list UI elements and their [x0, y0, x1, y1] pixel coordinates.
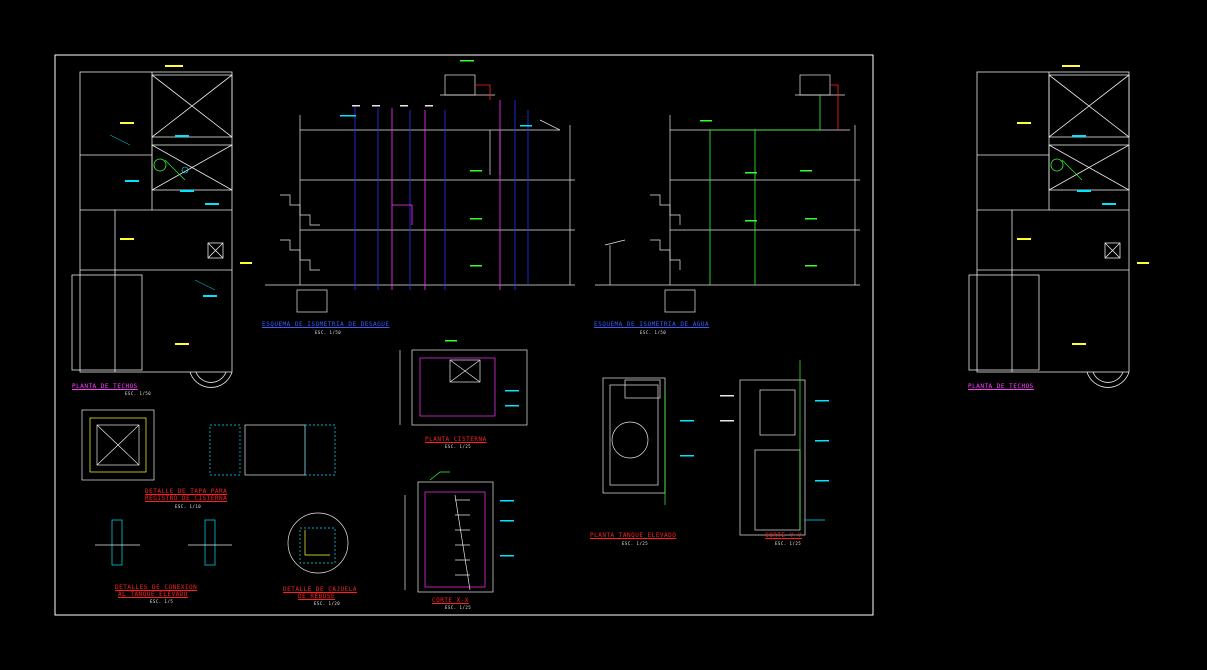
left-roof-plan — [71, 71, 233, 388]
cajuela-title-line1: DETALLE DE CAJUELA — [283, 586, 358, 593]
drainage-section-scale: ESC. 1/50 — [315, 330, 342, 335]
tanque-plan — [602, 377, 666, 505]
conexion-details — [95, 519, 232, 566]
conexion-scale: ESC. 1/5 — [150, 599, 174, 604]
water-section-scale: ESC. 1/50 — [640, 330, 667, 335]
drainage-pipes — [354, 84, 529, 290]
annotation-bars — [445, 340, 829, 557]
corte-xx — [404, 471, 494, 593]
corte-yy-scale: ESC. 1/25 — [775, 541, 802, 546]
cisterna-scale: ESC. 1/25 — [445, 444, 472, 449]
tanque-scale: ESC. 1/25 — [622, 541, 649, 546]
corte-yy-title: CORTE Y-Y — [765, 532, 803, 539]
conexion-title-line2: AL TANQUE ELEVADO — [118, 591, 188, 598]
sheet-frame — [54, 54, 874, 616]
corte-xx-title: CORTE X-X — [432, 597, 470, 604]
drainage-section — [265, 74, 575, 313]
cajuela-detail — [287, 512, 349, 574]
water-pipes — [700, 84, 839, 285]
drainage-labels — [340, 60, 532, 267]
drainage-section-title: ESQUEMA DE ISOMETRIA DE DESAGUE — [262, 321, 390, 328]
tapa-title-line1: DETALLE DE TAPA PARA — [145, 488, 228, 495]
tapa-scale: ESC. 1/10 — [175, 504, 202, 509]
tapa-detail — [81, 409, 336, 481]
left-plan-scale: ESC. 1/50 — [125, 391, 152, 396]
tapa-title-line2: REGISTRO DE CISTERNA — [145, 495, 228, 502]
left-plan-title: PLANTA DE TECHOS — [72, 383, 138, 390]
cajuela-title-line2: DE REBOSE — [298, 593, 336, 600]
cisterna-title: PLANTA CISTERNA — [425, 436, 487, 443]
right-plan-title: PLANTA DE TECHOS — [968, 383, 1034, 390]
conexion-title-line1: DETALLES DE CONEXION — [115, 584, 198, 591]
water-section-title: ESQUEMA DE ISOMETRIA DE AGUA — [594, 321, 710, 328]
right-plan-annotations — [1017, 65, 1149, 345]
cajuela-scale: ESC. 1/20 — [314, 601, 341, 606]
cisterna-plan — [399, 349, 528, 426]
tanque-title: PLANTA TANQUE ELEVADO — [590, 532, 677, 539]
left-plan-annotations — [109, 65, 252, 345]
corte-xx-scale: ESC. 1/25 — [445, 605, 472, 610]
corte-yy — [739, 360, 825, 536]
